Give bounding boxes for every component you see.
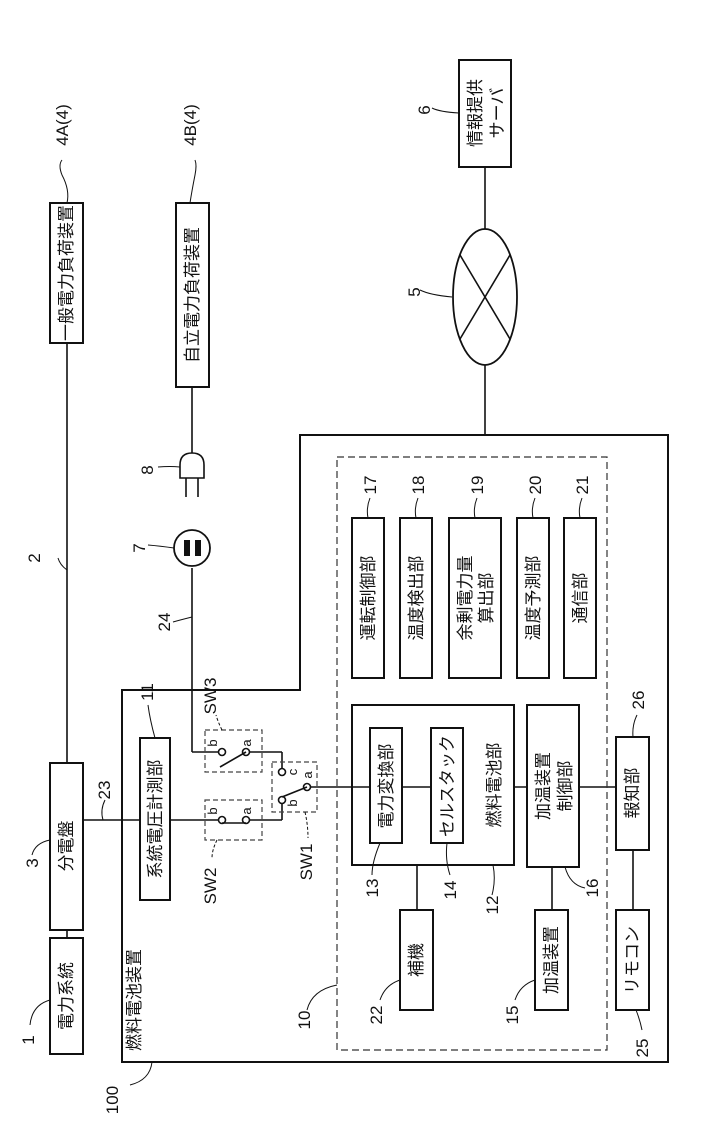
ref-8: 8 — [138, 465, 157, 474]
switch-sw3: b a — [205, 730, 262, 772]
fuel-cell-unit-label: 燃料電池部 — [485, 743, 505, 828]
ref-20: 20 — [526, 476, 545, 495]
cell-stack-box: セルスタック — [431, 728, 463, 843]
auxiliary-label: 補機 — [407, 943, 427, 977]
operation-control-label: 運転制御部 — [359, 556, 379, 641]
ref-25: 25 — [633, 1039, 652, 1058]
ref-7: 7 — [130, 543, 149, 552]
ref-5: 5 — [405, 287, 424, 296]
sw2-terminal-b: b — [205, 807, 220, 814]
independent-load-label: 自立電力負荷装置 — [183, 227, 203, 363]
remote-label: リモコン — [623, 926, 643, 994]
independent-load-box: 自立電力負荷装置 — [176, 203, 209, 387]
temp-prediction-label: 温度予測部 — [524, 556, 544, 641]
remote-box: リモコン — [616, 910, 649, 1010]
info-server-label-2: サーバ — [488, 88, 508, 139]
heating-device-box: 加温装置 — [535, 910, 568, 1010]
ref-18: 18 — [409, 476, 428, 495]
temp-prediction-box: 温度予測部 — [517, 518, 549, 678]
ref-4b: 4B(4) — [181, 104, 200, 146]
temp-detection-box: 温度検出部 — [400, 518, 432, 678]
sw1-terminal-b: b — [285, 799, 300, 806]
heating-control-label-1: 加温装置 — [534, 752, 554, 820]
operation-control-box: 運転制御部 — [352, 518, 384, 678]
ref-4a: 4A(4) — [53, 104, 72, 146]
ref-26: 26 — [629, 691, 648, 710]
ref-17: 17 — [361, 476, 380, 495]
ref-3: 3 — [23, 858, 42, 867]
communication-box: 通信部 — [564, 518, 596, 678]
surplus-power-label-1: 余剰電力量 — [456, 556, 476, 641]
sw3-label: SW3 — [201, 678, 220, 715]
surplus-power-label-2: 算出部 — [477, 573, 497, 624]
ref-1: 1 — [19, 1035, 38, 1044]
sw1-terminal-c: c — [285, 768, 300, 775]
power-grid-box: 電力系統 — [50, 938, 83, 1054]
grid-voltage-meter-box: 系統電圧計測部 — [140, 738, 170, 900]
communication-label: 通信部 — [571, 573, 591, 624]
ref-12: 12 — [483, 896, 502, 915]
heating-control-box: 加温装置 制御部 — [527, 705, 579, 867]
ref-15: 15 — [503, 1006, 522, 1025]
info-server-box: 情報提供 サーバ — [459, 60, 511, 167]
general-load-label: 一般電力負荷装置 — [57, 205, 77, 341]
ref-2: 2 — [25, 553, 44, 562]
sw2-label: SW2 — [201, 868, 220, 905]
power-converter-label: 電力変換部 — [377, 744, 397, 829]
distribution-board-box: 分電盤 — [50, 763, 83, 930]
info-server-label-1: 情報提供 — [466, 79, 486, 147]
sw3-terminal-a: a — [239, 739, 254, 747]
sw3-terminal-b: b — [205, 739, 220, 746]
sw1-label: SW1 — [297, 844, 316, 881]
power-converter-box: 電力変換部 — [370, 728, 402, 843]
surplus-power-box: 余剰電力量 算出部 — [449, 518, 501, 678]
notification-label: 報知部 — [623, 768, 643, 819]
heating-control-label-2: 制御部 — [556, 761, 576, 812]
fuel-cell-device-label: 燃料電池装置 — [125, 949, 145, 1051]
network-icon — [453, 229, 517, 365]
ref-6: 6 — [415, 105, 434, 114]
distribution-board-label: 分電盤 — [57, 821, 77, 872]
general-load-box: 一般電力負荷装置 — [50, 203, 83, 343]
switch-sw1: c b a — [272, 762, 317, 812]
cell-stack-label: セルスタック — [438, 735, 458, 837]
ref-100: 100 — [103, 1086, 122, 1114]
ref-16: 16 — [583, 879, 602, 898]
outlet-icon — [174, 530, 210, 566]
ref-11: 11 — [138, 683, 157, 701]
auxiliary-box: 補機 — [400, 910, 433, 1010]
heating-device-label: 加温装置 — [542, 926, 562, 994]
ref-19: 19 — [468, 476, 487, 495]
plug-icon — [180, 453, 204, 497]
sw1-terminal-a: a — [300, 771, 315, 779]
power-grid-label: 電力系統 — [57, 962, 77, 1030]
ref-24: 24 — [155, 613, 174, 632]
notification-box: 報知部 — [616, 737, 649, 850]
grid-voltage-meter-label: 系統電圧計測部 — [146, 760, 166, 879]
ref-14: 14 — [441, 881, 460, 900]
ref-23: 23 — [95, 781, 114, 800]
sw2-terminal-a: a — [239, 807, 254, 815]
ref-10: 10 — [295, 1011, 314, 1030]
ref-21: 21 — [573, 476, 592, 495]
temp-detection-label: 温度検出部 — [407, 556, 427, 641]
ref-22: 22 — [367, 1006, 386, 1025]
ref-13: 13 — [363, 879, 382, 898]
